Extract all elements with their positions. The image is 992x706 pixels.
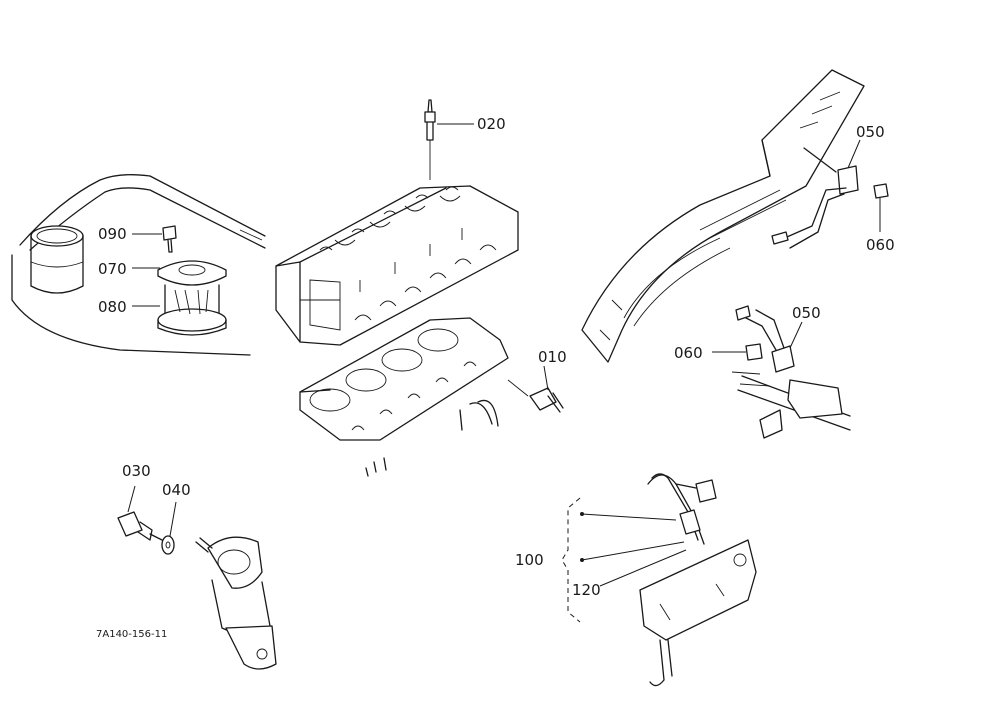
frame-illustration: [581, 69, 889, 363]
lower-bracket-illustration: [731, 305, 851, 439]
leader-lines: [127, 123, 881, 587]
thermostat-housing-illustration: [117, 511, 277, 670]
callout-050-upper: 050: [856, 123, 885, 141]
sensor-assembly-illustration: [639, 473, 757, 687]
callout-labels: 020 010 030 040 050 060 050 060 090 070 …: [96, 115, 895, 640]
callout-010: 010: [538, 348, 567, 366]
callout-070: 070: [98, 260, 127, 278]
cylinder-block-illustration: [299, 317, 564, 477]
callout-020: 020: [477, 115, 506, 133]
cylinder-head-illustration: [275, 99, 519, 346]
callout-040: 040: [162, 481, 191, 499]
drawing-reference-code: 7A140-156-11: [96, 629, 167, 640]
callout-030: 030: [122, 462, 151, 480]
callout-100: 100: [515, 551, 544, 569]
callout-080: 080: [98, 298, 127, 316]
callout-050-lower: 050: [792, 304, 821, 322]
fuel-tank-illustration: [11, 174, 266, 356]
callout-060-lower: 060: [674, 344, 703, 362]
callout-060-upper: 060: [866, 236, 895, 254]
callout-120: 120: [572, 581, 601, 599]
callout-090: 090: [98, 225, 127, 243]
group-brace-100: [561, 497, 581, 623]
